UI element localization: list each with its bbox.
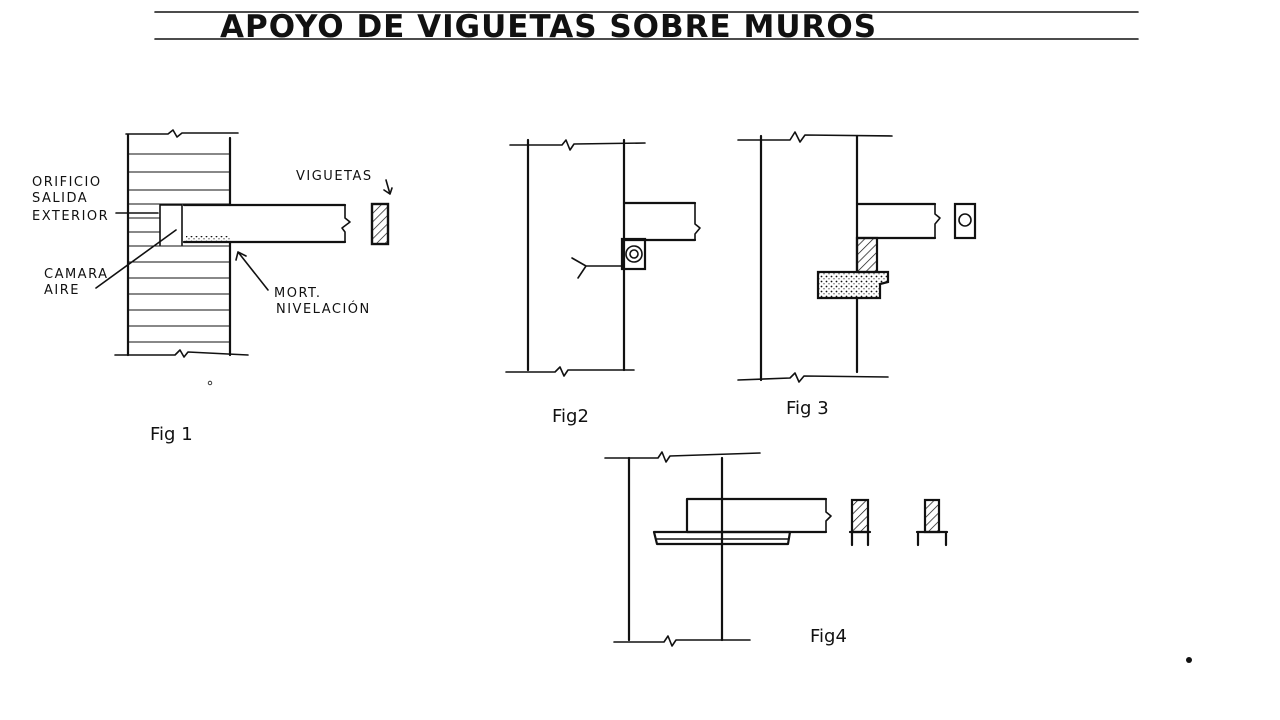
fig4-section-b-plate bbox=[915, 530, 949, 547]
stray-mark bbox=[207, 380, 213, 386]
fig2-support-block bbox=[620, 237, 647, 271]
fig3-break-bottom bbox=[737, 372, 889, 383]
fig3-break-top bbox=[737, 131, 893, 143]
fig4-steel-plate bbox=[652, 530, 792, 546]
fig4-break-bottom bbox=[613, 635, 751, 647]
fig3-corbel bbox=[816, 270, 890, 300]
fig2-break-top bbox=[509, 139, 646, 151]
fig2-break-bottom bbox=[505, 366, 635, 377]
fig4-section-a-plate bbox=[848, 530, 872, 547]
fig1-label-orificio-2: SALIDA bbox=[32, 191, 88, 206]
fig1-arrow-mort bbox=[235, 251, 269, 291]
fig2-caption: Fig2 bbox=[552, 406, 589, 427]
fig3-wood-bearer bbox=[855, 236, 879, 274]
fig1-label-camara-2: AIRE bbox=[44, 283, 80, 298]
stray-dot bbox=[1186, 657, 1192, 663]
fig1-leveling-mortar bbox=[186, 236, 230, 242]
figure-2: Fig2 bbox=[505, 138, 701, 427]
fig4-break-top bbox=[604, 451, 761, 463]
fig2-block-spiral bbox=[625, 245, 643, 263]
fig1-label-viguetas: VIGUETAS bbox=[296, 169, 373, 184]
figure-4: Fig4 bbox=[604, 451, 949, 647]
fig4-section-b bbox=[923, 498, 941, 534]
fig1-joist-break bbox=[341, 204, 351, 243]
fig1-arrow-viguetas bbox=[383, 179, 393, 195]
fig4-caption: Fig4 bbox=[810, 626, 847, 647]
figure-1: ORIFICIO SALIDA EXTERIOR VIGUETAS CAMARA… bbox=[32, 129, 393, 445]
fig2-joist bbox=[622, 201, 697, 242]
fig2-anchor bbox=[571, 257, 625, 279]
fig1-label-orificio-3: EXTERIOR bbox=[32, 209, 109, 224]
fig3-joist bbox=[855, 202, 937, 240]
fig3-joist-section bbox=[953, 202, 977, 240]
fig1-leader-camara bbox=[95, 229, 177, 289]
title-block: APOYO DE VIGUETAS SOBRE MUROS bbox=[154, 9, 1139, 45]
fig4-joist-break bbox=[825, 498, 832, 533]
fig1-brick-courses bbox=[128, 153, 230, 343]
fig1-break-top bbox=[125, 129, 239, 138]
fig1-label-mort-2: NIVELACIÓN bbox=[276, 301, 371, 317]
fig1-label-camara-1: CAMARA bbox=[44, 267, 108, 282]
fig4-section-a bbox=[850, 498, 870, 534]
fig2-joist-break bbox=[694, 202, 701, 241]
page-title: APOYO DE VIGUETAS SOBRE MUROS bbox=[220, 9, 877, 45]
fig1-joist-section bbox=[370, 202, 390, 246]
fig3-caption: Fig 3 bbox=[786, 398, 829, 419]
fig1-caption: Fig 1 bbox=[150, 424, 193, 445]
fig4-joist bbox=[685, 497, 828, 534]
fig1-label-mort-1: MORT. bbox=[274, 286, 322, 301]
fig1-air-chamber bbox=[159, 204, 183, 246]
fig1-label-orificio-1: ORIFICIO bbox=[32, 175, 102, 190]
fig1-break-bottom bbox=[114, 349, 249, 358]
fig3-joist-break bbox=[934, 203, 941, 239]
figure-3: Fig 3 bbox=[737, 131, 977, 419]
